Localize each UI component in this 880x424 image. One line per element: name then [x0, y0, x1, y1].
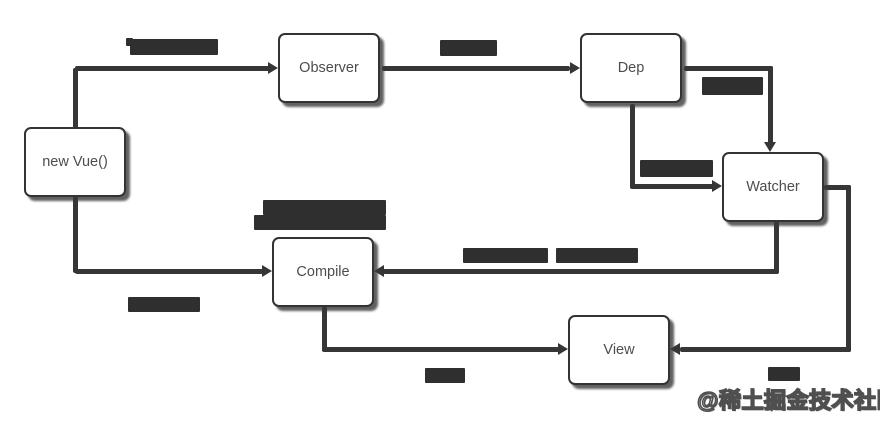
redacted-edge-label-block: [556, 248, 638, 263]
edge-newvue-observer-vline: [73, 68, 78, 129]
edge-newvue-compile-hline: [75, 269, 263, 274]
node-new-vue-label: new Vue(): [42, 154, 108, 170]
node-new-vue: new Vue(): [24, 127, 126, 197]
node-observer-label: Observer: [299, 60, 359, 76]
redacted-edge-label-block: [702, 77, 763, 95]
arrowhead-into-dep-icon: [570, 62, 580, 74]
arrowhead-into-compile-right-icon: [374, 265, 384, 277]
node-dep-label: Dep: [617, 60, 645, 76]
edge-watcher-compile-vline: [774, 221, 779, 273]
redacted-edge-label-block: [425, 368, 465, 383]
redacted-edge-label-block: [640, 160, 713, 177]
node-compile: Compile: [272, 237, 374, 307]
redacted-edge-label-block: [463, 248, 548, 263]
edge-watcher-compile-hline: [382, 269, 779, 274]
edge-newvue-observer-hline: [75, 66, 270, 71]
arrowhead-into-watcher-left-icon: [712, 180, 722, 192]
arrowhead-into-view-left-icon: [558, 343, 568, 355]
edge-compile-view-hline: [322, 347, 559, 352]
edge-dep-watcher-top-hline: [684, 66, 773, 71]
redacted-edge-label-block: [128, 297, 200, 312]
edge-watcher-view-vline: [846, 185, 851, 352]
arrowhead-into-view-right-icon: [670, 343, 680, 355]
node-view: View: [568, 315, 670, 385]
redacted-edge-label-block: [126, 38, 133, 46]
edge-watcher-view-hline1: [824, 185, 851, 190]
edge-dep-watcher-left-vline: [630, 104, 635, 187]
node-view-label: View: [603, 342, 635, 358]
edge-watcher-view-hline2: [680, 347, 851, 352]
redacted-edge-label-block: [130, 39, 218, 55]
redacted-edge-label-block: [254, 215, 386, 230]
edge-dep-watcher-left-hline: [630, 184, 714, 189]
node-compile-label: Compile: [296, 264, 350, 280]
arrowhead-into-watcher-top-icon: [764, 142, 776, 152]
arrowhead-into-observer-icon: [268, 62, 278, 74]
edge-newvue-compile-vline: [73, 196, 78, 273]
redacted-edge-label-block: [440, 40, 497, 56]
watermark: @稀土掘金技术社区: [696, 387, 880, 414]
node-watcher-label: Watcher: [746, 179, 800, 195]
arrowhead-into-compile-left-icon: [262, 265, 272, 277]
redacted-edge-label-block: [263, 200, 386, 215]
edge-observer-dep-hline: [382, 66, 570, 71]
node-watcher: Watcher: [722, 152, 824, 222]
redacted-edge-label-block: [768, 367, 800, 381]
node-dep: Dep: [580, 33, 682, 103]
edge-dep-watcher-top-vline: [768, 66, 773, 144]
node-observer: Observer: [278, 33, 380, 103]
edge-compile-view-vline: [322, 306, 327, 351]
